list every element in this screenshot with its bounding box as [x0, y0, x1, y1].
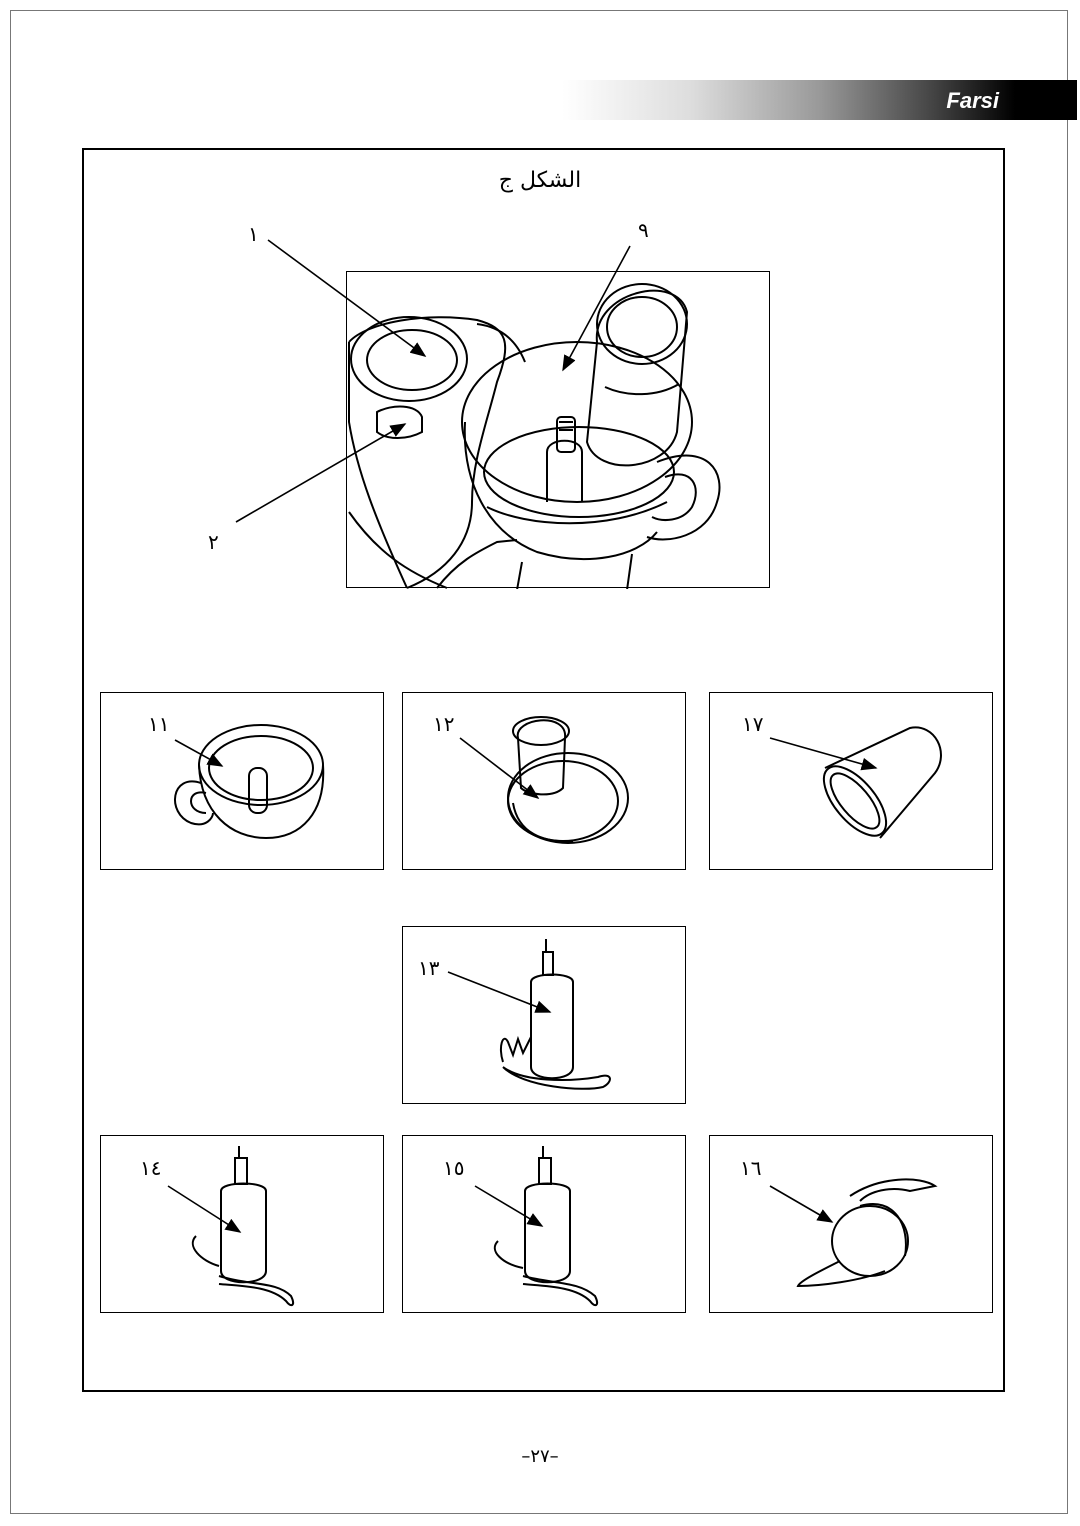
callout-17: ١٧ — [742, 712, 764, 736]
callout-12: ١٢ — [433, 712, 455, 736]
callout-15: ١٥ — [443, 1156, 465, 1180]
food-processor-assembled-illustration — [346, 271, 770, 589]
figure-title: الشكل ج — [498, 168, 582, 193]
callout-9: ٩ — [638, 218, 649, 242]
whisk-attachment-illustration — [709, 1135, 993, 1313]
feed-tube-illustration — [709, 692, 993, 870]
callout-1: ١ — [248, 222, 259, 246]
language-label: Farsi — [946, 88, 999, 113]
bowl-illustration — [100, 692, 384, 870]
page-number: –٢٧– — [521, 1446, 559, 1467]
chopping-blade-illustration — [402, 926, 686, 1104]
blade-14-illustration — [100, 1135, 384, 1313]
figure-frame — [82, 148, 1005, 1392]
callout-2: ٢ — [208, 530, 219, 554]
callout-16: ١٦ — [740, 1156, 762, 1180]
callout-13: ١٣ — [418, 956, 440, 980]
callout-14: ١٤ — [140, 1156, 162, 1180]
language-banner: Farsi — [562, 80, 1077, 120]
callout-11: ١١ — [148, 712, 170, 736]
page-border — [10, 10, 1068, 1514]
blade-15-illustration — [402, 1135, 686, 1313]
